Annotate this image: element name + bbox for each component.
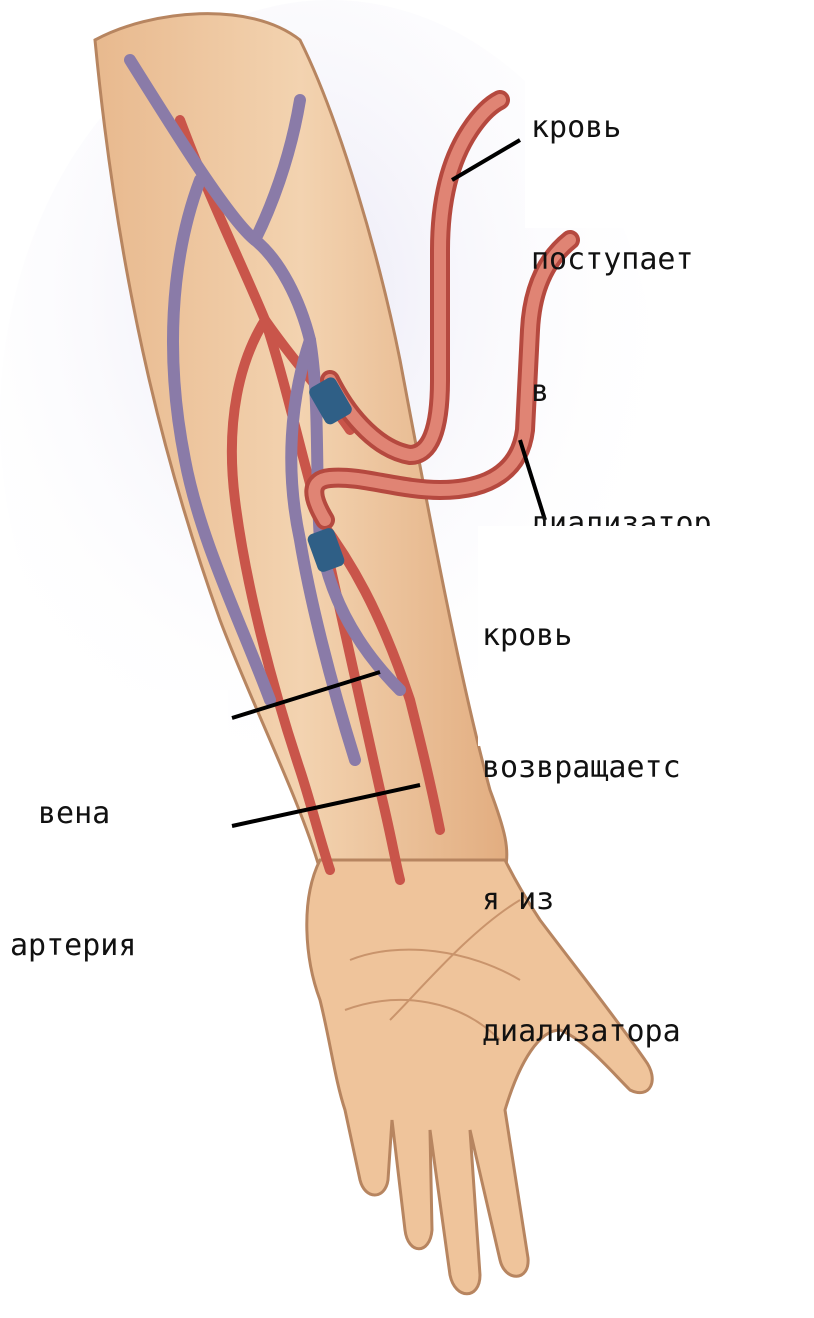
label-line: кровь	[531, 106, 814, 150]
label-line: артерия	[10, 924, 228, 968]
label-blood-out: кровь возвращаетс я из диализатора	[478, 526, 802, 746]
label-line: диализатора	[482, 1010, 802, 1054]
label-artery: артерия	[0, 828, 228, 888]
label-line: я из	[482, 878, 802, 922]
label-vein: вена	[0, 690, 228, 782]
label-line: поступает	[531, 238, 814, 282]
blank-patch	[560, 1195, 735, 1305]
label-line: кровь	[482, 614, 802, 658]
label-line: в	[531, 370, 814, 414]
label-blood-in: кровь поступает в диализатор	[525, 18, 814, 228]
label-line: возвращаетс	[482, 746, 802, 790]
